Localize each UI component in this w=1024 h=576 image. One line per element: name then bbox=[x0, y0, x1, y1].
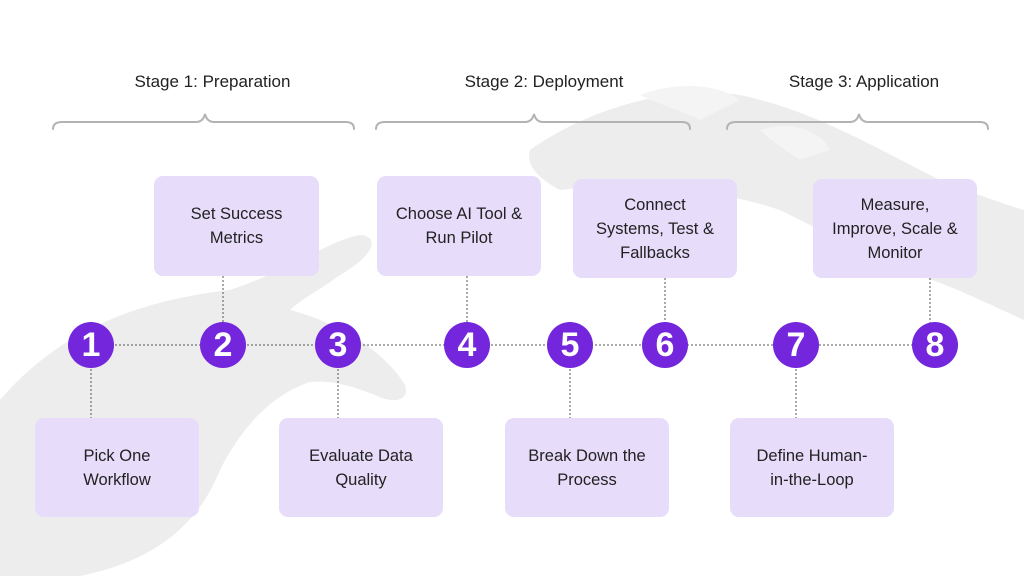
step-text-8: Measure, Improve, Scale & Monitor bbox=[832, 195, 958, 262]
stage-1-brace bbox=[52, 113, 989, 130]
step-text-1: Pick One Workflow bbox=[83, 446, 151, 489]
step-number-8: 8 bbox=[912, 322, 958, 368]
step-number-1: 1 bbox=[68, 322, 114, 368]
step-number-5: 5 bbox=[547, 322, 593, 368]
step-box-8: Measure, Improve, Scale & Monitor bbox=[813, 179, 977, 278]
step-text-6: Connect Systems, Test & Fallbacks bbox=[596, 195, 714, 262]
step-box-4: Choose AI Tool & Run Pilot bbox=[377, 176, 541, 276]
step-number-2: 2 bbox=[200, 322, 246, 368]
step-text-3: Evaluate Data Quality bbox=[309, 446, 413, 489]
step-box-1: Pick One Workflow bbox=[35, 418, 199, 517]
step-text-4: Choose AI Tool & Run Pilot bbox=[395, 205, 523, 247]
stage-label-deployment: Stage 2: Deployment bbox=[464, 72, 624, 91]
step-number-4: 4 bbox=[444, 322, 490, 368]
stage-label-application: Stage 3: Application bbox=[788, 72, 940, 91]
step-text-7: Define Human- in-the-Loop bbox=[756, 446, 868, 489]
step-text-5: Break Down the Process bbox=[528, 446, 646, 489]
step-box-5: Break Down the Process bbox=[505, 418, 669, 517]
stage-3-brace-path bbox=[726, 113, 989, 130]
step-number-6: 6 bbox=[642, 322, 688, 368]
stage-2-brace-path bbox=[375, 113, 691, 130]
step-number-7: 7 bbox=[773, 322, 819, 368]
step-box-3: Evaluate Data Quality bbox=[279, 418, 443, 517]
stage-1-brace-path bbox=[52, 113, 355, 130]
step-box-7: Define Human- in-the-Loop bbox=[730, 418, 894, 517]
step-number-3: 3 bbox=[315, 322, 361, 368]
step-text-2: Set Success Metrics bbox=[190, 205, 283, 247]
step-box-6: Connect Systems, Test & Fallbacks bbox=[573, 179, 737, 278]
stage-label-preparation: Stage 1: Preparation bbox=[134, 72, 291, 91]
step-box-2: Set Success Metrics bbox=[154, 176, 319, 276]
